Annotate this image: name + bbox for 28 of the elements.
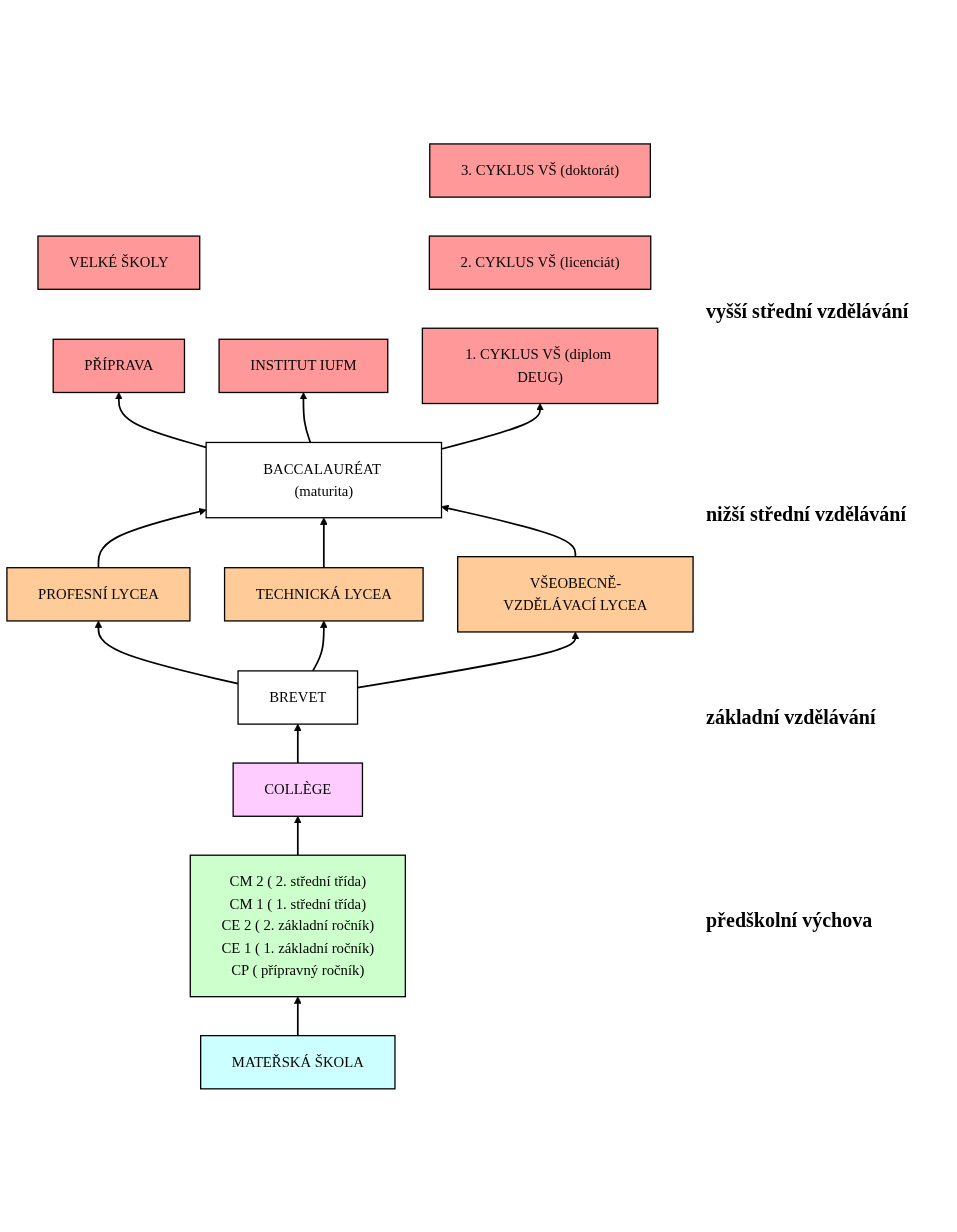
level-label: vyšší střední vzdělávání bbox=[706, 300, 909, 323]
arrow bbox=[294, 995, 302, 1037]
node-box: COLLÈGE bbox=[232, 762, 364, 817]
node-box: BACCALAURÉAT (maturita) bbox=[205, 441, 443, 518]
level-label: nižší střední vzdělávání bbox=[706, 503, 906, 526]
node-box: VŠEOBECNĚ-VZDĚLÁVACÍ LYCEA bbox=[457, 555, 694, 633]
arrow bbox=[441, 504, 577, 558]
arrow bbox=[294, 815, 302, 856]
node-box: 3. CYKLUS VŠ (doktorát) bbox=[429, 142, 651, 198]
node-box: MATEŘSKÁ ŠKOLA bbox=[200, 1034, 396, 1090]
arrow bbox=[299, 391, 312, 443]
node-box: TECHNICKÁ LYCEA bbox=[223, 566, 424, 622]
node-box: CM 2 ( 2. střední třída) CM 1 ( 1. střední třída) CE 2 ( 2. základní ročník) CE 1 ( 1. základní ročník) CP ( přípravný ročník) bbox=[189, 854, 406, 997]
arrow bbox=[294, 723, 302, 764]
arrow bbox=[311, 620, 328, 672]
arrow bbox=[94, 620, 239, 685]
node-box: BREVET bbox=[237, 669, 359, 725]
node-box: INSTITUT IUFM bbox=[218, 338, 389, 393]
arrow bbox=[320, 517, 328, 569]
level-label: předškolní výchova bbox=[706, 909, 873, 932]
node-box: 2. CYKLUS VŠ (licenciát) bbox=[428, 235, 652, 290]
node-box: 1. CYKLUS VŠ (diplom DEUG) bbox=[421, 327, 659, 404]
level-label: základní vzdělávání bbox=[706, 706, 876, 729]
node-box: VELKÉ ŠKOLY bbox=[37, 235, 201, 290]
node-box: PŘÍPRAVA bbox=[52, 338, 186, 393]
node-box: PROFESNÍ LYCEA bbox=[6, 566, 191, 622]
arrow bbox=[97, 507, 207, 569]
arrow bbox=[115, 391, 207, 448]
